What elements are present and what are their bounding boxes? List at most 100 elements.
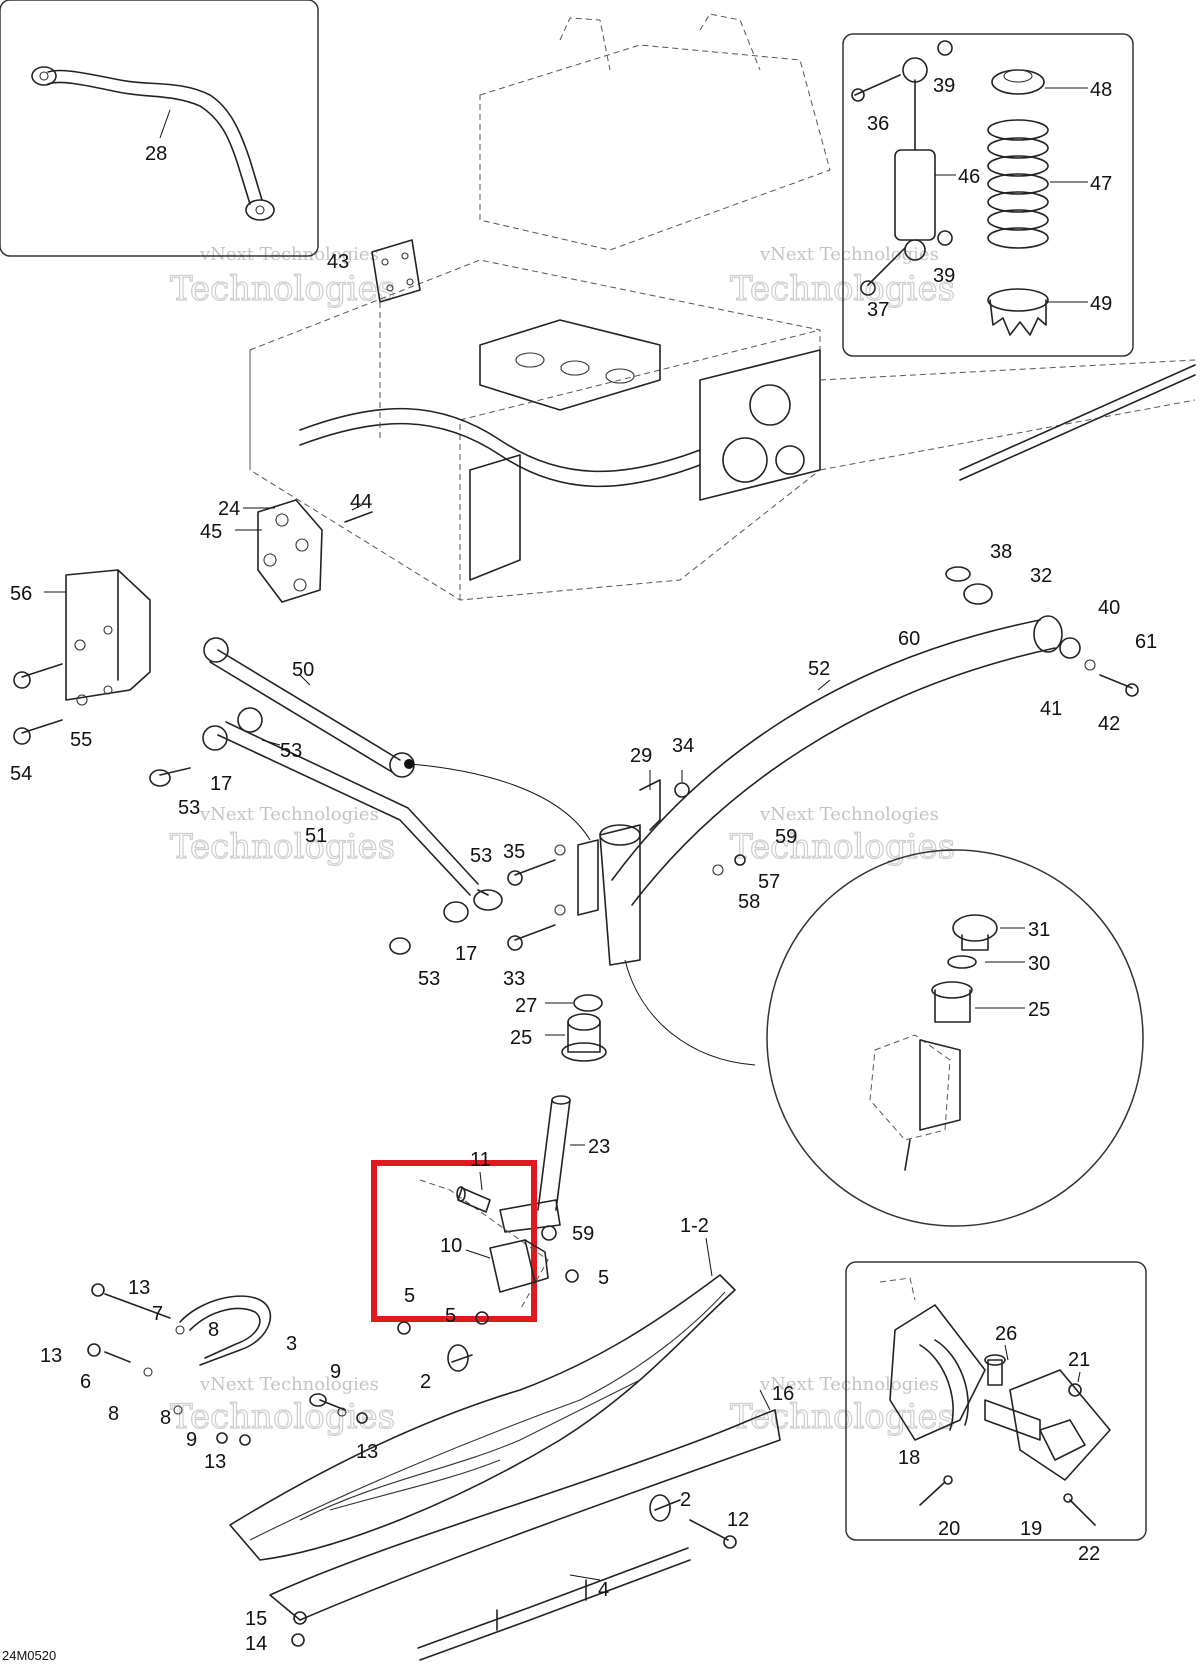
callout-51: 51 [305,825,327,847]
callout-39: 39 [933,75,955,97]
callout-34: 34 [672,735,694,757]
watermark-text: vNext Technologies [759,1374,939,1395]
callout-10: 10 [440,1235,462,1257]
callout-1-2: 1-2 [680,1215,709,1237]
callout-13: 13 [204,1451,226,1473]
watermark-text: Technologies [170,1397,395,1437]
callout-53: 53 [418,968,440,990]
callout-7: 7 [152,1303,163,1325]
callout-28: 28 [145,143,167,165]
callout-13: 13 [356,1441,378,1463]
callout-35: 35 [503,841,525,863]
callout-42: 42 [1098,713,1120,735]
callout-8: 8 [108,1403,119,1425]
callout-22: 22 [1078,1543,1100,1565]
assembly-arrow [409,763,591,841]
callout-56: 56 [10,583,32,605]
chassis-frame [249,13,1196,601]
callout-27: 27 [515,995,537,1017]
callout-36: 36 [867,113,889,135]
callout-49: 49 [1090,293,1112,315]
callout-57: 57 [758,871,780,893]
ski-handle-3: 13 7 8 13 6 8 3 8 9 9 13 13 [40,1277,378,1473]
callout-23: 23 [588,1136,610,1158]
callout-12: 12 [727,1509,749,1531]
callout-19: 19 [1020,1518,1042,1540]
callout-5: 5 [404,1285,415,1307]
watermark-text: vNext Technologies [199,244,379,265]
highlight-box [371,1160,537,1322]
callout-58: 58 [738,891,760,913]
watermark-text: vNext Technologies [199,804,379,825]
callout-9: 9 [186,1429,197,1451]
callout-17: 17 [210,773,232,795]
callout-2: 2 [420,1371,431,1393]
inset-damper-mount: 26 21 18 20 19 22 [845,1261,1147,1565]
callout-33: 33 [503,968,525,990]
watermarks: vNext Technologies Technologies vNext Te… [169,244,955,1438]
watermark-text: Technologies [170,827,395,867]
watermark-text: Technologies [730,827,955,867]
ski-1-2: 1-2 5 5 5 2 16 2 12 15 14 4 [229,1215,794,1661]
callout-53: 53 [470,845,492,867]
a-arm-51: 53 17 53 51 53 17 53 [149,707,503,990]
callout-2: 2 [680,1489,691,1511]
callout-24: 24 [218,498,240,520]
callout-39: 39 [933,265,955,287]
callout-8: 8 [160,1407,171,1429]
callout-37: 37 [867,299,889,321]
callout-25: 25 [510,1027,532,1049]
radius-rod-50: 50 [203,637,415,778]
callout-6: 6 [80,1371,91,1393]
callout-61: 61 [1135,631,1157,653]
watermark-text: vNext Technologies [759,244,939,265]
inset-stabilizer-link: 28 [0,0,319,257]
callout-26: 26 [995,1323,1017,1345]
callout-32: 32 [1030,565,1052,587]
callout-31: 31 [1028,919,1050,941]
callout-47: 47 [1090,173,1112,195]
callout-20: 20 [938,1518,960,1540]
bracket-43: 43 [327,239,421,440]
callout-18: 18 [898,1447,920,1469]
callout-44: 44 [350,491,372,513]
callout-3: 3 [286,1333,297,1355]
trailing-arm-52: 52 38 32 40 60 61 41 42 [611,541,1157,906]
callout-59: 59 [572,1223,594,1245]
callout-60: 60 [898,628,920,650]
callout-5: 5 [598,1267,609,1289]
callout-55: 55 [70,729,92,751]
callout-15: 15 [245,1608,267,1630]
callout-4: 4 [598,1579,609,1601]
callout-5: 5 [445,1305,456,1327]
callout-46: 46 [958,166,980,188]
callout-43: 43 [327,251,349,273]
callout-21: 21 [1068,1349,1090,1371]
spring-coils [987,119,1049,249]
callout-29: 29 [630,745,652,767]
detail-circle: 31 30 25 [624,849,1144,1227]
callout-17: 17 [455,943,477,965]
callout-53: 53 [178,797,200,819]
callout-16: 16 [772,1383,794,1405]
spindle-housing: 29 34 35 33 59 57 58 [503,735,797,990]
callout-25: 25 [1028,999,1050,1021]
callout-11: 11 [470,1149,491,1171]
figure-reference: 24M0520 [2,1648,56,1663]
callout-14: 14 [245,1633,267,1655]
callout-52: 52 [808,658,830,680]
plate-56: 56 55 54 [10,569,151,785]
callout-45: 45 [200,521,222,543]
callout-13: 13 [40,1345,62,1367]
callout-54: 54 [10,763,32,785]
callout-41: 41 [1040,698,1062,720]
callout-59: 59 [775,826,797,848]
callout-50: 50 [292,659,314,681]
highlight-region: 11 10 [371,1149,549,1322]
callout-40: 40 [1098,597,1120,619]
inset-shock-assembly: 36 39 48 46 47 39 37 49 [842,33,1134,357]
callout-38: 38 [990,541,1012,563]
mount-bracket-24: 24 45 44 [200,491,373,603]
callout-48: 48 [1090,79,1112,101]
